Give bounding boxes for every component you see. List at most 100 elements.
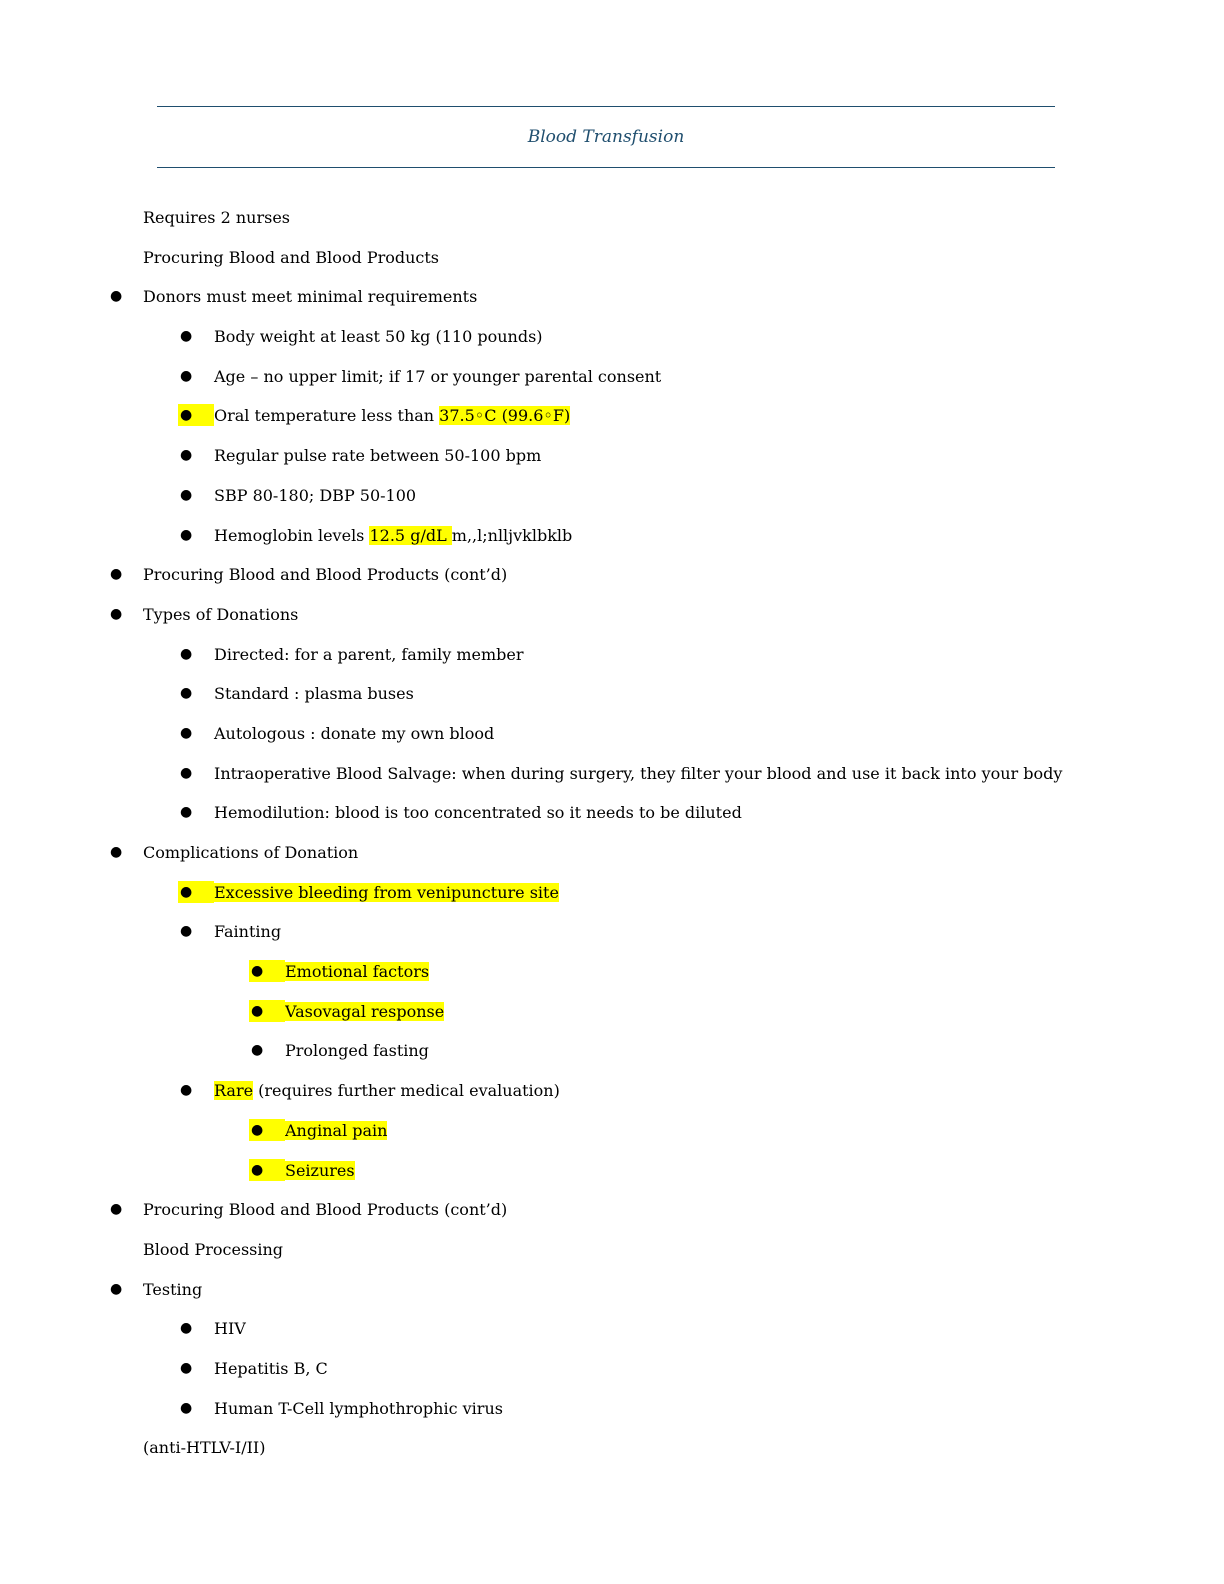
highlighted-text: Anginal pain: [285, 1120, 388, 1140]
text-run: Blood Processing: [143, 1239, 284, 1259]
bullet-icon: ●: [180, 447, 193, 464]
bullet-icon: ●: [180, 724, 193, 741]
text-run: Human T-Cell lymphothrophic virus: [214, 1398, 503, 1418]
text-run: Hepatitis B, C: [214, 1358, 328, 1378]
text-run: Oral temperature less than: [214, 406, 440, 426]
list-item: ●Excessive bleeding from venipuncture si…: [0, 880, 1224, 905]
list-item: ● Types of Donations: [0, 603, 1224, 627]
list-item: ● Complications of Donation: [0, 841, 1224, 865]
bullet-icon: ●: [180, 764, 193, 781]
list-item: ● HIV: [0, 1317, 1224, 1341]
text-run: HIV: [214, 1319, 246, 1339]
paragraph: Blood Processing: [0, 1238, 1224, 1262]
bullet-icon: ●: [249, 960, 285, 983]
list-item: ● Regular pulse rate between 50-100 bpm: [0, 444, 1224, 468]
bullet-icon: ●: [180, 1082, 193, 1099]
bullet-icon: ●: [110, 1201, 123, 1218]
bullet-icon: ●: [110, 844, 123, 860]
bullet-icon: ●: [251, 1042, 264, 1059]
bullet-icon: ●: [180, 685, 193, 702]
list-item: ● Hemoglobin levels 12.5 g/dL m,,l;nlljvk…: [0, 524, 1224, 548]
list-item: ● Hepatitis B, C: [0, 1357, 1224, 1381]
text-run: Intraoperative Blood Salvage: when durin…: [214, 763, 1063, 783]
list-item: ● Standard : plasma buses: [0, 682, 1224, 706]
text-run: SBP 80-180; DBP 50-100: [214, 485, 417, 505]
bullet-icon: ●: [178, 880, 214, 903]
text-run: Hemoglobin levels: [214, 525, 370, 545]
list-item: ● Intraoperative Blood Salvage: when duri…: [0, 762, 1224, 786]
bullet-icon: ●: [110, 288, 123, 305]
text-run: Testing: [143, 1279, 203, 1299]
bullet-icon: ●: [180, 645, 193, 662]
list-item: ●Anginal pain: [0, 1118, 1224, 1143]
document-title: Blood Transfusion: [527, 127, 685, 147]
list-item: ●Oral temperature less than 37.5◦C (99.6…: [0, 404, 1224, 428]
list-item: ● Human T-Cell lymphothrophic virus: [0, 1397, 1224, 1421]
bullet-icon: ●: [180, 367, 193, 384]
text-run: Body weight at least 50 kg (110 pounds): [214, 327, 543, 347]
list-item: ● Body weight at least 50 kg (110 pounds): [0, 325, 1224, 349]
bullet-icon: ●: [180, 923, 193, 940]
list-item: ● Donors must meet minimal requirements: [0, 285, 1224, 309]
header-rule-top: [157, 106, 1055, 107]
list-item: ●Vasovagal response: [0, 999, 1224, 1024]
bullet-icon: ●: [249, 999, 285, 1022]
text-run: Fainting: [214, 922, 282, 942]
text-run: Age – no upper limit; if 17 or younger p…: [214, 366, 662, 386]
text-run: Donors must meet minimal requirements: [143, 287, 478, 307]
text-run: Autologous : donate my own blood: [214, 723, 495, 743]
list-item: ● Autologous : donate my own blood: [0, 722, 1224, 746]
highlighted-text: Excessive bleeding from venipuncture sit…: [214, 882, 559, 902]
bullet-icon: ●: [249, 1118, 285, 1141]
bullet-icon: ●: [180, 328, 193, 345]
highlighted-text: Emotional factors: [285, 962, 430, 982]
bullet-icon: ●: [180, 486, 193, 503]
bullet-icon: ●: [180, 1320, 193, 1337]
list-item: ● Prolonged fasting: [0, 1039, 1224, 1063]
list-item: ● Age – no upper limit; if 17 or younger …: [0, 365, 1224, 389]
list-item: ● Procuring Blood and Blood Products (con…: [0, 563, 1224, 587]
bullet-icon: ●: [178, 404, 214, 427]
text-run: Directed: for a parent, family member: [214, 644, 524, 664]
header-rule-bottom: [157, 167, 1055, 168]
bullet-icon: ●: [110, 566, 123, 583]
text-run: Regular pulse rate between 50-100 bpm: [214, 446, 542, 466]
list-item: ●Emotional factors: [0, 960, 1224, 984]
text-run: Requires 2 nurses: [143, 208, 291, 227]
highlighted-text: Rare: [214, 1081, 254, 1101]
bullet-icon: ●: [110, 1280, 123, 1297]
bullet-icon: ●: [180, 804, 193, 821]
list-item: ● Hemodilution: blood is too concentrated…: [0, 801, 1224, 825]
highlighted-text: 12.5 g/dL: [369, 525, 452, 545]
list-item: ● Rare (requires further medical evaluati…: [0, 1079, 1224, 1103]
highlighted-text: 37.5◦C (99.6◦F): [439, 406, 571, 426]
text-run: Procuring Blood and Blood Products (cont…: [143, 565, 508, 585]
bullet-icon: ●: [110, 605, 123, 622]
text-run: Standard : plasma buses: [214, 684, 414, 704]
bullet-icon: ●: [180, 526, 193, 543]
highlighted-text: Seizures: [285, 1160, 355, 1180]
paragraph: Procuring Blood and Blood Products: [0, 246, 1224, 270]
text-run: Procuring Blood and Blood Products: [143, 247, 440, 267]
highlighted-text: Vasovagal response: [285, 1001, 445, 1021]
bullet-icon: ●: [249, 1158, 285, 1181]
list-item: ● Directed: for a parent, family member: [0, 643, 1224, 667]
text-run: Hemodilution: blood is too concentrated …: [214, 803, 742, 823]
text-run: (requires further medical evaluation): [253, 1081, 560, 1101]
list-item: ● Procuring Blood and Blood Products (con…: [0, 1198, 1224, 1222]
list-item: ●Seizures: [0, 1158, 1224, 1183]
text-run: Procuring Blood and Blood Products (cont…: [143, 1200, 508, 1220]
text-run: Prolonged fasting: [285, 1041, 429, 1061]
bullet-icon: ●: [180, 1359, 193, 1376]
list-item: ● Fainting: [0, 920, 1224, 944]
bullet-icon: ●: [180, 1399, 193, 1416]
list-item: ● Testing: [0, 1278, 1224, 1302]
text-run: Complications of Donation: [143, 843, 359, 862]
text-run: m,,l;nlljvklbklb: [451, 525, 573, 545]
paragraph: (anti-HTLV-I/II): [0, 1436, 1224, 1460]
list-item: ● SBP 80-180; DBP 50-100: [0, 484, 1224, 508]
text-run: Types of Donations: [143, 604, 299, 624]
paragraph: Requires 2 nurses: [0, 206, 1224, 230]
text-run: (anti-HTLV-I/II): [143, 1438, 266, 1458]
